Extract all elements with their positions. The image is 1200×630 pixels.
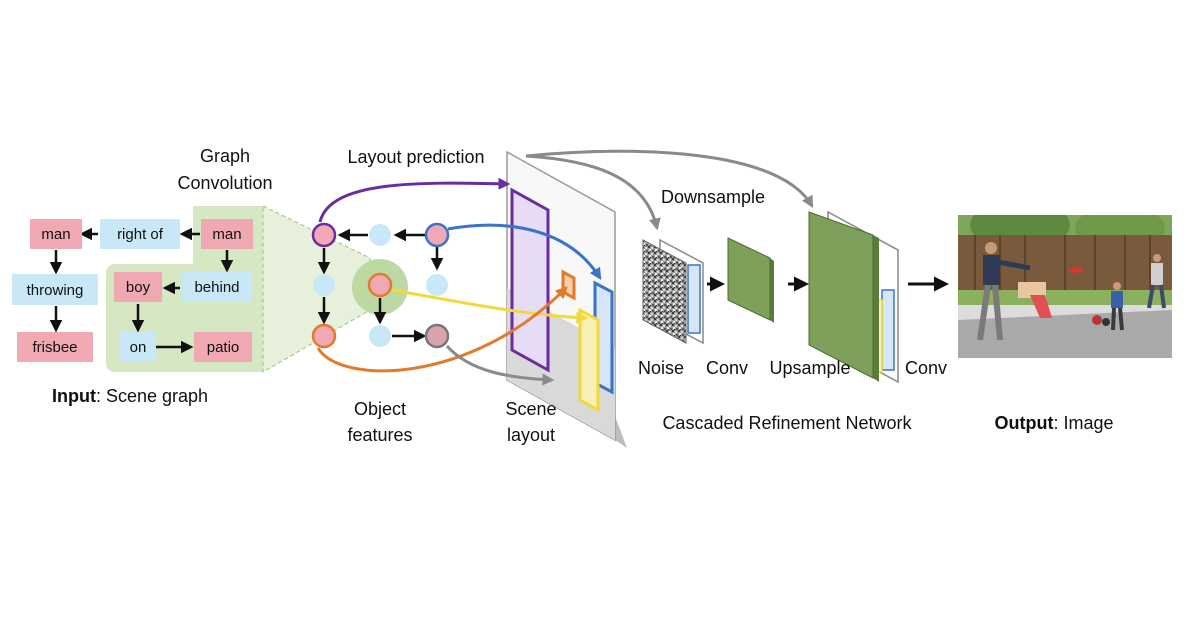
arrow-boy bbox=[391, 288, 589, 324]
input-caption: Input: Scene graph bbox=[52, 386, 208, 406]
feature-node-boy bbox=[367, 272, 393, 298]
node-right-of-label: right of bbox=[117, 226, 164, 243]
arrow-patio bbox=[445, 345, 555, 386]
node-behind: behind bbox=[182, 272, 252, 302]
node-man-1: man bbox=[30, 219, 82, 249]
arrow-man-1 bbox=[318, 177, 511, 223]
scene-graph: man right of man throwing boy behind fri… bbox=[12, 146, 371, 406]
feature-node-patio bbox=[424, 323, 450, 349]
arrow-frisbee bbox=[316, 286, 568, 373]
node-behind-label: behind bbox=[194, 279, 239, 296]
upsample-block bbox=[808, 210, 899, 384]
downsample-label: Downsample bbox=[661, 187, 765, 207]
node-on: on bbox=[120, 332, 156, 362]
noise-block bbox=[642, 238, 704, 345]
conv-block-1 bbox=[727, 237, 774, 323]
output-caption-rest: : Image bbox=[1053, 413, 1113, 433]
node-throwing-label: throwing bbox=[27, 282, 84, 299]
object-features-label-2: features bbox=[347, 425, 412, 445]
crn-label: Cascaded Refinement Network bbox=[662, 413, 912, 433]
object-features-graph: Object features bbox=[311, 222, 450, 445]
node-frisbee-label: frisbee bbox=[32, 339, 77, 356]
node-right-of: right of bbox=[100, 219, 180, 249]
input-caption-rest: : Scene graph bbox=[96, 386, 208, 406]
feature-edges bbox=[317, 228, 444, 343]
layout-prediction-label: Layout prediction bbox=[347, 147, 484, 167]
feature-node-behind bbox=[426, 274, 448, 296]
node-on-label: on bbox=[130, 339, 147, 356]
upsample-label: Upsample bbox=[769, 358, 850, 378]
arrow-man-2 bbox=[447, 223, 602, 281]
node-man-2: man bbox=[201, 219, 253, 249]
object-features-label-1: Object bbox=[354, 399, 406, 419]
node-patio-label: patio bbox=[207, 339, 240, 356]
input-caption-bold: Input bbox=[52, 386, 96, 406]
node-frisbee: frisbee bbox=[17, 332, 93, 362]
node-man-2-label: man bbox=[212, 226, 241, 243]
output-image: Output: Image bbox=[958, 215, 1172, 433]
graph-convolution-label-2: Convolution bbox=[177, 173, 272, 193]
scene-graph-edges bbox=[49, 227, 234, 354]
output-caption-bold: Output bbox=[994, 413, 1053, 433]
feature-node-on bbox=[369, 325, 391, 347]
node-patio: patio bbox=[194, 332, 252, 362]
node-man-1-label: man bbox=[41, 226, 70, 243]
scene-layout-label-2: layout bbox=[507, 425, 555, 445]
output-caption: Output: Image bbox=[994, 413, 1113, 433]
feature-node-man-2 bbox=[424, 222, 450, 248]
downsample-arrows bbox=[525, 149, 814, 231]
graph-convolution-label-1: Graph bbox=[200, 146, 250, 166]
node-throwing: throwing bbox=[12, 274, 98, 305]
noise-label: Noise bbox=[638, 358, 684, 378]
cascaded-refinement-network: Downsample Noise Conv Upsample Conv Casc… bbox=[525, 149, 949, 433]
feature-node-man-1 bbox=[311, 222, 337, 248]
node-boy-label: boy bbox=[126, 279, 151, 296]
layout-box-boy bbox=[578, 307, 600, 413]
conv-label-2: Conv bbox=[905, 358, 947, 378]
layout-box-man-1 bbox=[510, 187, 550, 373]
node-boy: boy bbox=[114, 272, 162, 302]
feature-node-right-of bbox=[369, 224, 391, 246]
feature-node-throwing bbox=[313, 274, 335, 296]
scene-layout-label-1: Scene bbox=[505, 399, 556, 419]
conv-label-1: Conv bbox=[706, 358, 748, 378]
feature-node-frisbee bbox=[311, 323, 337, 349]
layout-box-frisbee bbox=[561, 269, 576, 301]
layout-arrows bbox=[316, 177, 602, 386]
